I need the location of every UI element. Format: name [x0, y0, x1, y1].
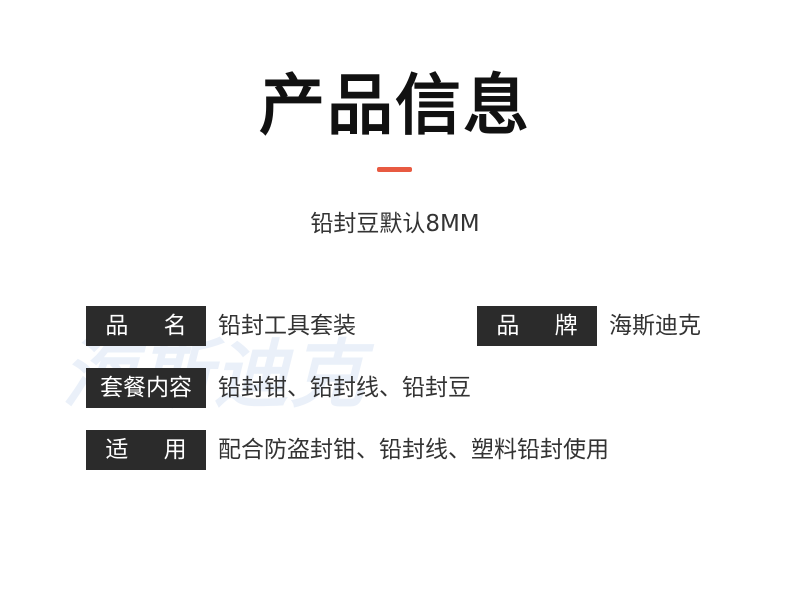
- spec-label-package-contents: 套餐内容: [86, 368, 206, 408]
- spec-row-package-contents: 套餐内容 铅封钳、铅封线、铅封豆: [86, 368, 471, 408]
- spec-label-brand: 品 牌: [477, 306, 597, 346]
- spec-value-usage: 配合防盗封钳、铅封线、塑料铅封使用: [218, 437, 609, 463]
- page-title: 产品信息: [259, 67, 531, 144]
- spec-value-brand: 海斯迪克: [609, 313, 701, 339]
- spec-label-usage: 适 用: [86, 430, 206, 470]
- spec-value-product-name: 铅封工具套装: [218, 313, 356, 339]
- spec-label-product-name: 品 名: [86, 306, 206, 346]
- spec-row-product-name: 品 名 铅封工具套装: [86, 306, 356, 346]
- product-subtitle: 铅封豆默认8MM: [310, 211, 480, 237]
- title-accent-bar: [377, 167, 412, 172]
- spec-row-usage: 适 用 配合防盗封钳、铅封线、塑料铅封使用: [86, 430, 609, 470]
- spec-row-brand: 品 牌 海斯迪克: [477, 306, 701, 346]
- spec-value-package-contents: 铅封钳、铅封线、铅封豆: [218, 375, 471, 401]
